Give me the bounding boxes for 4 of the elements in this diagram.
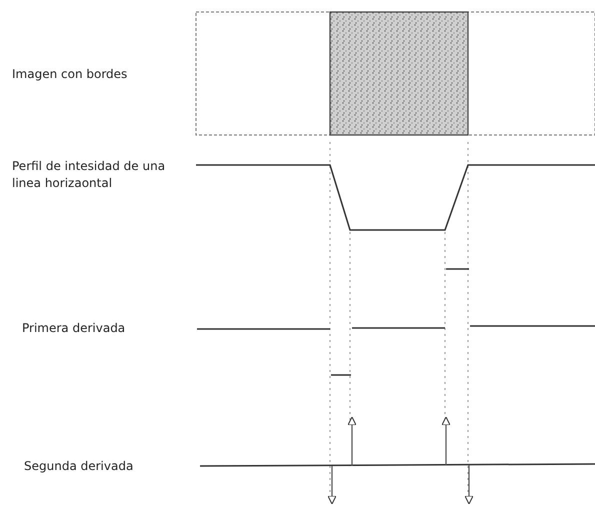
row-label: Perfil de intesidad de una linea horizaontal xyxy=(12,158,166,192)
row-label: Segunda derivada xyxy=(24,458,134,475)
row-label: Imagen con bordes xyxy=(12,66,128,83)
row-label: Primera derivada xyxy=(22,320,126,337)
